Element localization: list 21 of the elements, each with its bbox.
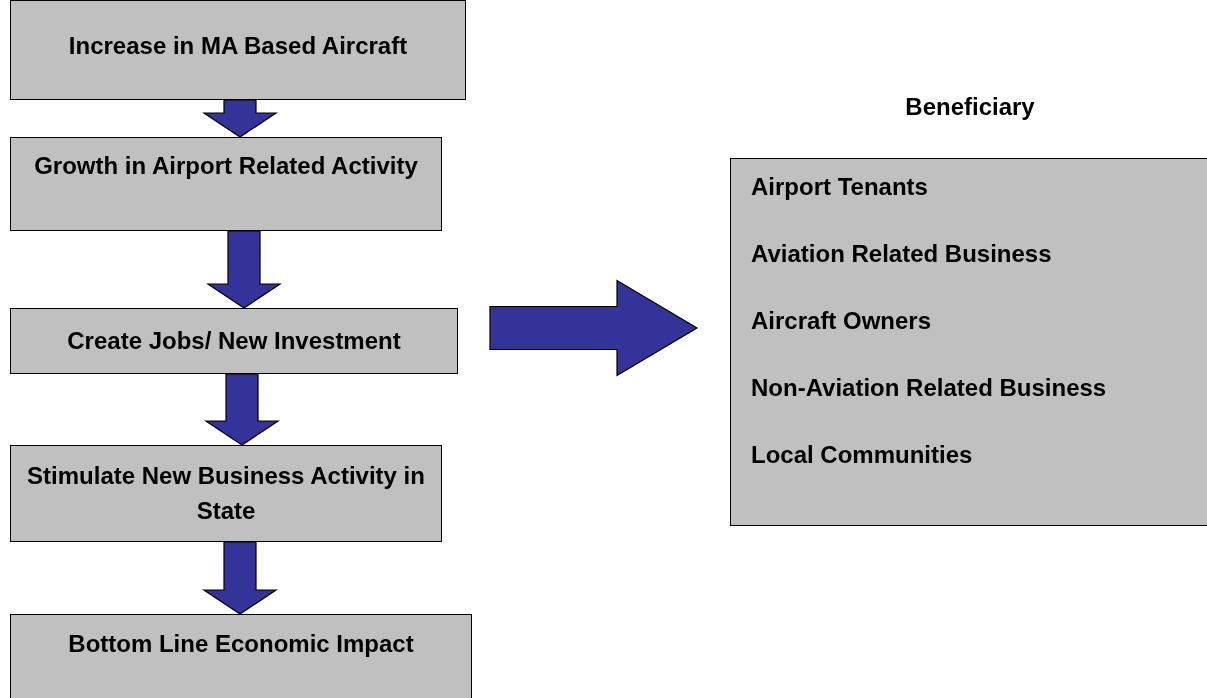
list-item: Local Communities (751, 441, 974, 469)
block-arrow (202, 99, 278, 138)
block-arrow (206, 230, 282, 309)
column-heading: Beneficiary (904, 93, 1036, 121)
list-item: Non-Aviation Related Business (751, 374, 1108, 402)
process-box (10, 0, 466, 100)
box-label: Create Jobs/ New Investment (66, 326, 402, 356)
block-arrow (202, 541, 278, 615)
list-item: Aircraft Owners (751, 307, 933, 335)
box-label: Bottom Line Economic Impact (67, 629, 415, 659)
list-item: Aviation Related Business (751, 240, 1053, 268)
box-label: Growth in Airport Related Activity (33, 151, 419, 181)
box-label: Stimulate New Business Activity in State (26, 461, 426, 526)
process-box (10, 308, 458, 374)
list-item: Airport Tenants (751, 173, 929, 201)
process-box (10, 614, 472, 698)
process-box (10, 445, 442, 542)
block-arrow (204, 373, 280, 446)
box-label: Increase in MA Based Aircraft (67, 31, 409, 61)
block-arrow (489, 279, 699, 377)
process-box (10, 137, 442, 231)
